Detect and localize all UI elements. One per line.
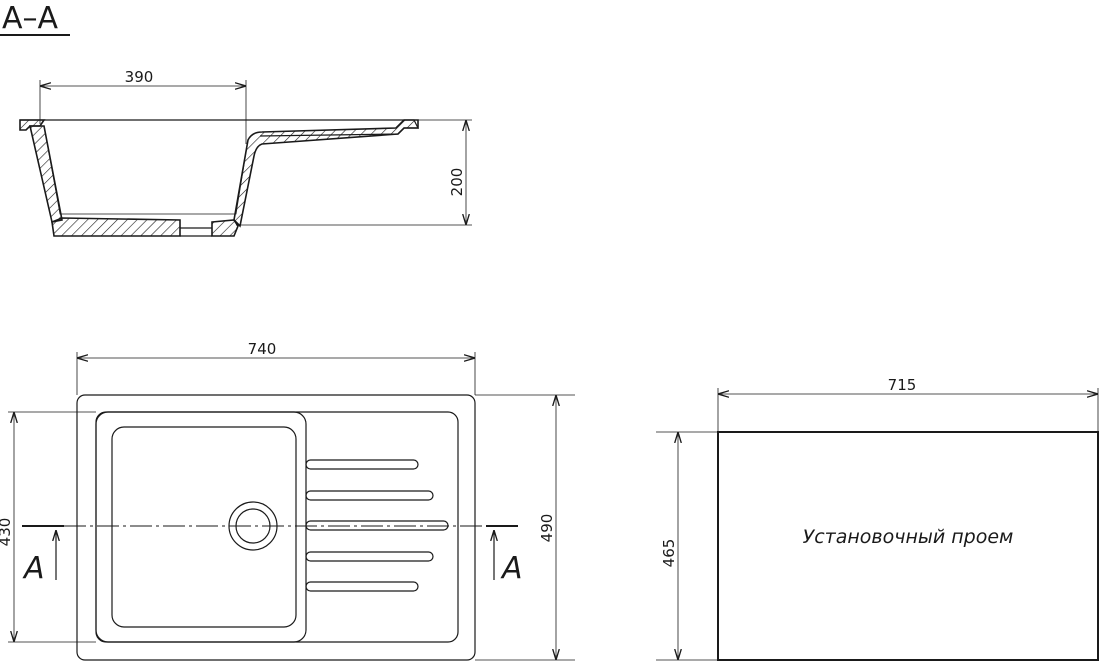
cutout-view: Установочный проем 715 465	[656, 376, 1099, 661]
groove-4	[305, 551, 434, 562]
groove-3	[305, 520, 449, 531]
section-title-text: A–A	[2, 1, 59, 36]
section-bottom-left	[51, 217, 181, 237]
plan-view: A A 740 490 430	[0, 340, 575, 661]
dim430-label: 430	[0, 518, 14, 547]
bowl-inner	[111, 426, 297, 628]
dim200-label: 200	[448, 168, 466, 197]
dim740-label: 740	[248, 340, 277, 358]
dim490-label: 490	[538, 514, 556, 543]
dim465-label: 465	[660, 539, 678, 568]
groove-1	[305, 459, 419, 470]
section-mark-left-letter: A	[22, 551, 45, 586]
groove-2	[305, 490, 434, 501]
section-left-wall	[28, 125, 63, 223]
sink-outer-edge	[76, 394, 476, 661]
groove-5	[305, 581, 419, 592]
section-right-wall-drainboard	[233, 119, 419, 228]
bowl-outer	[95, 411, 307, 643]
dim715-label: 715	[888, 376, 917, 394]
cutout-rectangle	[717, 431, 1099, 661]
cutout-label: Установочный проем	[803, 526, 1014, 548]
section-bowl-inner	[43, 125, 249, 215]
section-title: A–A	[0, 1, 70, 36]
section-mark-right-letter: A	[500, 551, 523, 586]
dim390-label: 390	[125, 68, 154, 86]
section-view: 390 200	[19, 68, 472, 237]
section-bottom-right	[211, 219, 239, 237]
